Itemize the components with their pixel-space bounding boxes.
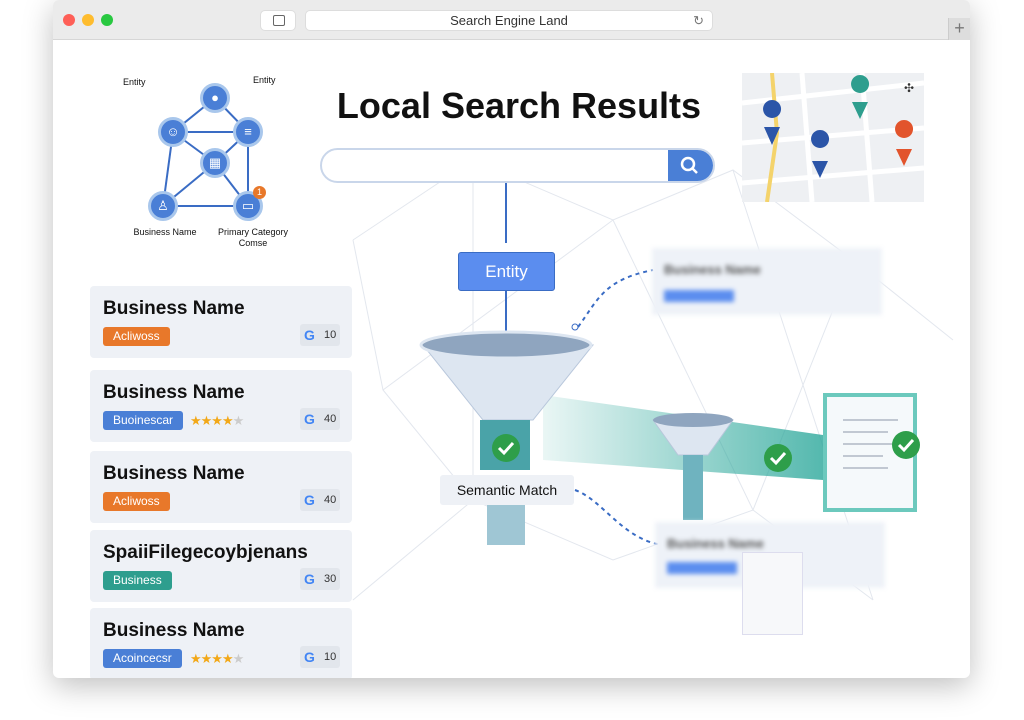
category-tag: Buoinescar <box>103 411 184 430</box>
google-icon: G <box>304 411 315 427</box>
maximize-button[interactable] <box>101 14 113 26</box>
check-icon <box>764 444 792 472</box>
business-name[interactable]: SpaiiFilegecoybjenans <box>103 542 308 563</box>
semantic-match-label: Semantic Match <box>440 475 574 505</box>
category-tag: Business <box>103 571 172 590</box>
graph-label: Entity <box>253 75 276 85</box>
review-count: 30 <box>324 573 337 585</box>
search-icon <box>680 156 698 174</box>
google-review-badge: G 10 <box>300 646 340 668</box>
title-bar: Search Engine Land ↻ + <box>53 0 970 40</box>
address-text: Search Engine Land <box>450 13 568 28</box>
business-name[interactable]: Business Name <box>103 298 245 319</box>
compass-icon: ✣ <box>904 81 914 95</box>
blurred-title: Business Name <box>667 536 764 551</box>
graph-label: Business Name <box>133 227 197 237</box>
review-count: 10 <box>324 651 337 663</box>
google-icon: G <box>304 492 315 508</box>
google-icon: G <box>304 649 315 665</box>
search-input[interactable] <box>320 148 715 183</box>
business-name[interactable]: Business Name <box>103 463 245 484</box>
new-tab-button[interactable]: + <box>948 18 970 40</box>
google-icon: G <box>304 571 315 587</box>
minimize-button[interactable] <box>82 14 94 26</box>
browser-window: Search Engine Land ↻ + Entity Entity ● ☺… <box>53 0 970 678</box>
category-tag: Acliwoss <box>103 492 170 511</box>
filled-stars: ★★★★ <box>190 651 234 666</box>
reload-icon[interactable]: ↻ <box>693 13 704 28</box>
map-thumbnail[interactable]: ✣ <box>742 73 924 202</box>
empty-star: ★ <box>232 651 245 666</box>
map-pin-icon <box>895 120 914 166</box>
review-count: 40 <box>324 413 337 425</box>
connector-line <box>505 183 507 243</box>
check-icon <box>892 431 920 459</box>
sidebar-icon <box>273 15 285 26</box>
category-tag: Acoincecsr <box>103 649 182 668</box>
empty-star: ★ <box>232 413 245 428</box>
star-rating: ★★★★★ <box>190 411 245 430</box>
page-title: Local Search Results <box>336 85 702 126</box>
result-card[interactable]: Business Name Acliwoss G 10 <box>90 286 352 358</box>
map-pin-icon <box>851 75 870 119</box>
notification-badge: 1 <box>253 186 266 199</box>
google-review-badge: G 30 <box>300 568 340 590</box>
star-rating: ★★★★★ <box>190 649 245 668</box>
check-icon <box>492 434 520 462</box>
close-button[interactable] <box>63 14 75 26</box>
entity-box: Entity <box>458 252 555 291</box>
graph-label: Primary Category <box>217 227 289 237</box>
result-card[interactable]: Business Name Acoincecsr ★★★★★ G 10 <box>90 608 352 678</box>
funnel-illustration <box>419 330 920 545</box>
google-review-badge: G 10 <box>300 324 340 346</box>
calendar-icon: ▦ <box>200 148 230 178</box>
page-content: Entity Entity ● ☺ ≡ ▦ ♙ ▭ 1 Business Nam… <box>53 40 970 678</box>
map-pin-icon <box>811 130 830 178</box>
address-bar[interactable]: Search Engine Land ↻ <box>305 10 713 31</box>
sidebar-toggle-button[interactable] <box>260 10 296 31</box>
result-card[interactable]: SpaiiFilegecoybjenans Business G 30 <box>90 530 352 602</box>
background-network <box>352 159 954 601</box>
result-card[interactable]: Business Name Acliwoss G 40 <box>90 451 352 523</box>
google-review-badge: G 40 <box>300 489 340 511</box>
document-icon: ≡ <box>233 117 263 147</box>
review-count: 10 <box>324 329 337 341</box>
chat-icon: ☺ <box>158 117 188 147</box>
connector-line <box>505 291 507 361</box>
graph-label: Entity <box>123 77 146 87</box>
filled-stars: ★★★★ <box>190 413 234 428</box>
person-icon: ♙ <box>148 191 178 221</box>
graph-label: Comse <box>238 238 268 248</box>
search-button[interactable] <box>668 150 713 181</box>
business-name[interactable]: Business Name <box>103 620 245 641</box>
document-thumbnail <box>742 552 803 635</box>
business-name[interactable]: Business Name <box>103 382 245 403</box>
google-icon: G <box>304 327 315 343</box>
blurred-result-card: Business Name <box>652 248 882 315</box>
map-pin-icon <box>763 100 782 145</box>
user-icon: ● <box>200 83 230 113</box>
blurred-title: Business Name <box>664 262 761 277</box>
result-card[interactable]: Business Name Buoinescar ★★★★★ G 40 <box>90 370 352 442</box>
review-count: 40 <box>324 494 337 506</box>
google-review-badge: G 40 <box>300 408 340 430</box>
dashed-connectors <box>571 269 664 546</box>
category-tag: Acliwoss <box>103 327 170 346</box>
